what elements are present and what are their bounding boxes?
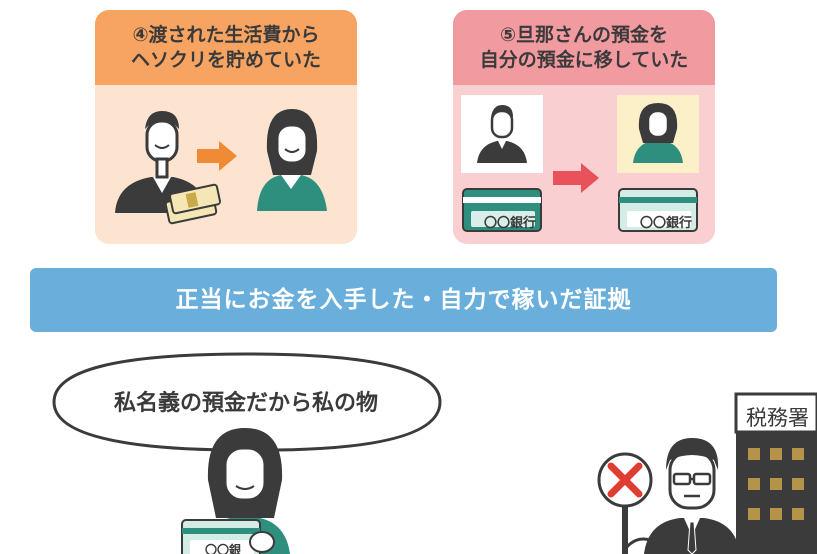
woman-icon	[257, 109, 327, 211]
prohibit-sign-icon	[597, 452, 653, 554]
building-icon	[734, 392, 817, 554]
bank-label-bottom: 〇〇銀	[204, 543, 241, 554]
man-icon	[477, 105, 527, 163]
wife-with-card-illustration	[181, 428, 290, 554]
card-transfer-line1: ⑤旦那さんの預金を	[499, 24, 669, 46]
card-hesokuri-line2: ヘソクリを貯めていた	[130, 49, 321, 71]
woman-icon	[633, 103, 683, 163]
evidence-banner: 正当にお金を入手した・自力で稼いだ証拠	[30, 268, 777, 332]
arrow-right-icon	[553, 163, 599, 193]
cash-stack-icon	[164, 183, 221, 225]
speech-text: 私名義の預金だから私の物	[113, 391, 378, 416]
bank-label-left: 〇〇銀行	[483, 216, 536, 231]
bank-card-icon	[618, 188, 698, 232]
card-hesokuri-illustration	[115, 109, 327, 225]
tax-officer-illustration	[597, 438, 740, 554]
tax-officer-icon	[624, 438, 740, 554]
card-hesokuri-header: ④渡された生活費から ヘソクリを貯めていた	[95, 10, 357, 85]
tax-office-label: 税務署	[746, 406, 809, 430]
bank-label-right: 〇〇銀行	[639, 216, 692, 231]
bank-card-icon	[462, 188, 542, 232]
card-transfer-illustration	[461, 95, 699, 232]
arrow-right-icon	[197, 141, 237, 171]
card-transfer-line2: 自分の預金に移していた	[479, 49, 689, 71]
card-hesokuri-line1: ④渡された生活費から	[132, 24, 320, 46]
bank-card-icon	[181, 519, 261, 554]
card-transfer-header: ⑤旦那さんの預金を 自分の預金に移していた	[453, 10, 715, 85]
